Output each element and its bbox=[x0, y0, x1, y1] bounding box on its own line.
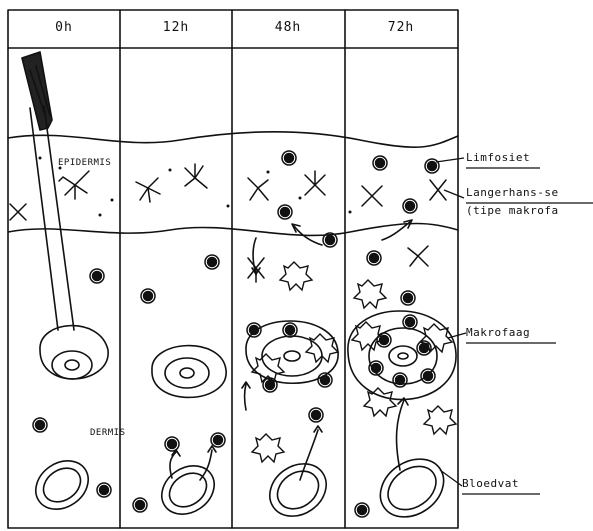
injection-site-0h bbox=[40, 326, 108, 379]
tick-needle-left bbox=[30, 108, 58, 330]
macrophage-cell bbox=[424, 406, 456, 434]
lymphocyte-cell bbox=[247, 323, 261, 337]
column-header-12h: 12h bbox=[136, 20, 216, 35]
macrophage-cell bbox=[354, 280, 386, 308]
langerhans-cell bbox=[10, 204, 26, 220]
lymphocyte-cell bbox=[90, 269, 104, 283]
dermis-label: DERMIS bbox=[90, 428, 126, 438]
lymphocyte-cell bbox=[367, 251, 381, 265]
label-macrophage: Makrofaag bbox=[466, 326, 530, 339]
column-header-0h: 0h bbox=[24, 20, 104, 35]
lymphocyte-cell bbox=[369, 361, 383, 375]
epidermis-top-boundary bbox=[8, 132, 458, 148]
langerhans-cell bbox=[248, 258, 264, 282]
blood-vessel-48h bbox=[260, 453, 337, 527]
lymphocyte-cell bbox=[421, 369, 435, 383]
lymphocyte-cell bbox=[33, 418, 47, 432]
lymphocyte-cell bbox=[403, 315, 417, 329]
lymphocyte-cell bbox=[355, 503, 369, 517]
langerhans-cell bbox=[248, 178, 268, 200]
label-blood-vessel: Bloedvat bbox=[462, 477, 519, 490]
langerhans-cell bbox=[185, 164, 207, 188]
lymphocyte-cell bbox=[401, 291, 415, 305]
lymphocyte-cell bbox=[318, 373, 332, 387]
epidermis-label: EPIDERMIS bbox=[58, 158, 111, 168]
lymphocyte-cell bbox=[278, 205, 292, 219]
macrophage-cell bbox=[364, 388, 396, 416]
blood-vessel-12h bbox=[152, 456, 223, 524]
macrophage-cell bbox=[280, 262, 312, 290]
column-header-48h: 48h bbox=[248, 20, 328, 35]
column-header-72h: 72h bbox=[361, 20, 441, 35]
langerhans-cell bbox=[305, 171, 325, 195]
leader-lymphocyte bbox=[436, 158, 464, 162]
lymphocyte-cell bbox=[141, 289, 155, 303]
tick-needle-right bbox=[44, 106, 74, 330]
blood-vessel-72h bbox=[369, 447, 455, 529]
lymphocyte-cell bbox=[133, 498, 147, 512]
lymphocyte-cell bbox=[425, 159, 439, 173]
lymphocyte-cell bbox=[282, 151, 296, 165]
label-langerhans-line1: Langerhans-se bbox=[466, 186, 559, 199]
diagram-frame bbox=[8, 10, 458, 528]
lymphocyte-cell bbox=[373, 156, 387, 170]
langerhans-cell bbox=[430, 180, 446, 200]
lymphocyte-cell bbox=[165, 437, 179, 451]
label-langerhans-line2: (tipe makrofa bbox=[466, 204, 559, 217]
lymphocyte-cell bbox=[205, 255, 219, 269]
macrophage-cell bbox=[252, 434, 284, 462]
langerhans-cell bbox=[136, 178, 160, 202]
lymphocyte-cell bbox=[263, 378, 277, 392]
langerhans-cell bbox=[408, 246, 428, 266]
injection-site-12h bbox=[152, 346, 226, 398]
label-lymphocyte: Limfosiet bbox=[466, 151, 530, 164]
lymphocyte-cell bbox=[97, 483, 111, 497]
lymphocyte-cell bbox=[403, 199, 417, 213]
langerhans-cell bbox=[362, 186, 382, 206]
lymphocyte-cell bbox=[377, 333, 391, 347]
lymphocyte-cell bbox=[393, 373, 407, 387]
lymphocyte-cell bbox=[417, 341, 431, 355]
lymphocyte-cell bbox=[323, 233, 337, 247]
epidermis-bottom-boundary bbox=[8, 224, 458, 236]
lymphocyte-cell bbox=[211, 433, 225, 447]
lymphocyte-cell bbox=[309, 408, 323, 422]
leader-langerhans bbox=[444, 190, 464, 198]
blood-vessel-0h bbox=[26, 451, 97, 519]
lymphocyte-cell bbox=[283, 323, 297, 337]
langerhans-cell bbox=[59, 171, 89, 199]
